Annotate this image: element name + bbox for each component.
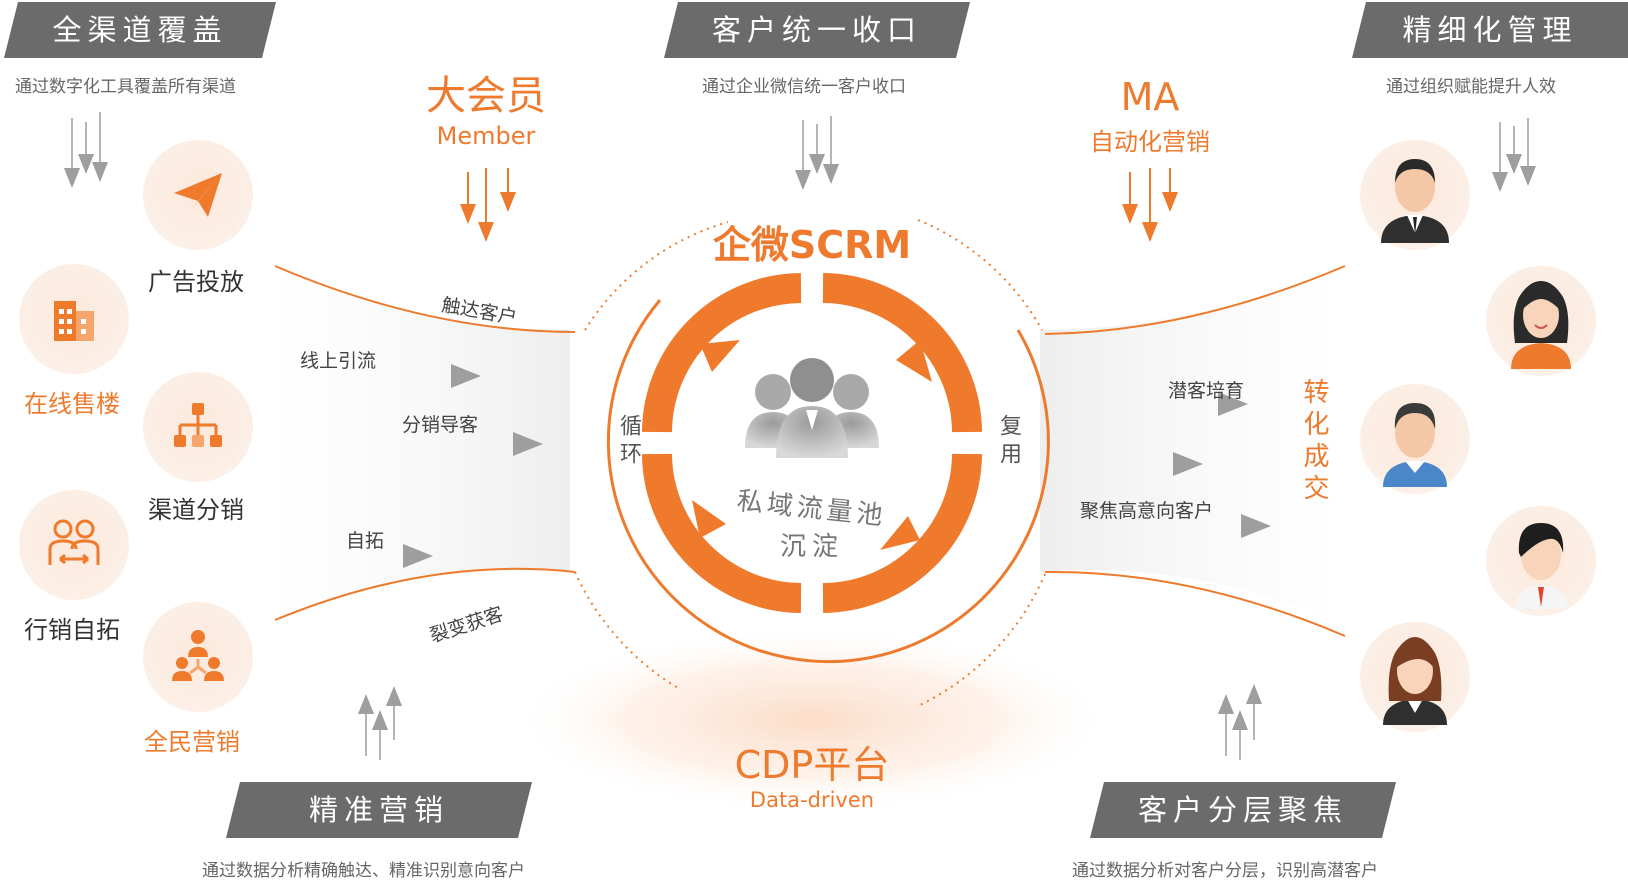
circle-self (19, 490, 129, 600)
flow-focus: 聚焦高意向客户 (1080, 500, 1214, 522)
label-online: 在线售楼 (24, 390, 120, 418)
avatar-man-3 (1486, 506, 1596, 616)
ring-arrow-1 (700, 340, 740, 372)
banner-precise-text: 精准营销 (308, 793, 449, 827)
main-ring (642, 273, 982, 613)
group-icon (745, 358, 879, 458)
woman-icon (1511, 281, 1571, 369)
subtitle-manage: 通过组织赋能提升人效 (1386, 77, 1556, 97)
subtitle-precise: 通过数据分析精确触达、精准识别意向客户 (202, 861, 525, 881)
down-arrows-ma (1122, 168, 1178, 242)
pool-line2: 沉淀 (779, 532, 844, 562)
member-en: Member (436, 122, 536, 150)
building-icon (54, 301, 94, 341)
avatar-woman-2 (1360, 622, 1470, 732)
banner-segment-text: 客户分层聚焦 (1137, 793, 1348, 827)
down-arrows-channel (64, 112, 108, 188)
dotted-arc-top-right (917, 219, 1043, 331)
right-funnel-band (1040, 268, 1340, 622)
avatar-man-2 (1360, 384, 1470, 494)
cdp-glow (512, 628, 1112, 812)
down-arrows-manage (1492, 118, 1536, 192)
subtitle-segment: 通过数据分析对客户分层，识别高潜客户 (1072, 861, 1378, 881)
man-icon (1383, 403, 1447, 487)
banner-manage: 精细化管理 (1352, 2, 1628, 58)
circle-ad (143, 140, 253, 250)
banner-unify-text: 客户统一收口 (711, 13, 922, 47)
ma-cn: 自动化营销 (1090, 128, 1210, 156)
cdp-subtitle: Data-driven (749, 788, 875, 812)
banner-unify: 客户统一收口 (664, 2, 970, 58)
businesswoman-icon (1383, 637, 1447, 725)
label-distribution: 渠道分销 (148, 496, 244, 524)
label-ad: 广告投放 (148, 268, 244, 296)
banner-channel: 全渠道覆盖 (4, 2, 276, 58)
subtitle-unify: 通过企业微信统一客户收口 (702, 77, 906, 97)
two-people-icon (48, 519, 100, 565)
ring-arrow-3 (880, 516, 920, 550)
flow-online-traffic: 线上引流 (300, 350, 377, 372)
circle-distribution (143, 372, 253, 482)
ring-arrow-2 (896, 340, 932, 382)
flow-convert: 转化成交 (1299, 378, 1329, 506)
member-cn: 大会员 (426, 73, 546, 119)
ma-en: MA (1120, 75, 1180, 119)
avatar-woman-1 (1486, 266, 1596, 376)
avatar-man-1 (1360, 140, 1470, 250)
flow-distribution-guide: 分销导客 (402, 414, 479, 436)
man-suit-icon (1381, 159, 1449, 243)
dotted-arc-bottom-left (574, 571, 679, 689)
dotted-arc-top-left (584, 221, 729, 331)
cdp-title: CDP平台 (734, 743, 890, 787)
banner-segment: 客户分层聚焦 (1090, 782, 1396, 838)
right-top-curve (1044, 265, 1346, 335)
up-arrows-segment (1218, 684, 1262, 760)
left-bottom-curve (274, 567, 576, 621)
community-icon (172, 630, 224, 681)
paper-plane-icon (174, 173, 222, 217)
down-arrows-unify (795, 116, 839, 190)
flow-nurture: 潜客培育 (1168, 380, 1245, 402)
circle-all (143, 602, 253, 712)
ring-label-cycle: 循环 (616, 414, 641, 470)
flow-self-expand: 自拓 (346, 530, 385, 552)
man-tie-icon (1515, 523, 1567, 609)
subtitle-channel: 通过数字化工具覆盖所有渠道 (15, 77, 236, 97)
banner-channel-text: 全渠道覆盖 (52, 13, 228, 47)
down-arrows-member (460, 168, 516, 242)
label-self: 行销自拓 (24, 616, 120, 644)
banner-precise: 精准营销 (226, 782, 532, 838)
hierarchy-icon (174, 403, 222, 447)
outer-ring (606, 299, 1050, 663)
scrm-title: 企微SCRM (712, 223, 912, 267)
ring-label-reuse: 复用 (996, 414, 1021, 470)
label-all: 全民营销 (144, 728, 240, 756)
circle-online (19, 264, 129, 374)
up-arrows-precise (358, 686, 402, 760)
dotted-arc-bottom-right (917, 573, 1046, 707)
ring-arrow-4 (692, 500, 726, 538)
left-top-curve (274, 265, 576, 333)
banner-manage-text: 精细化管理 (1402, 13, 1578, 47)
right-bottom-curve (1044, 570, 1346, 637)
